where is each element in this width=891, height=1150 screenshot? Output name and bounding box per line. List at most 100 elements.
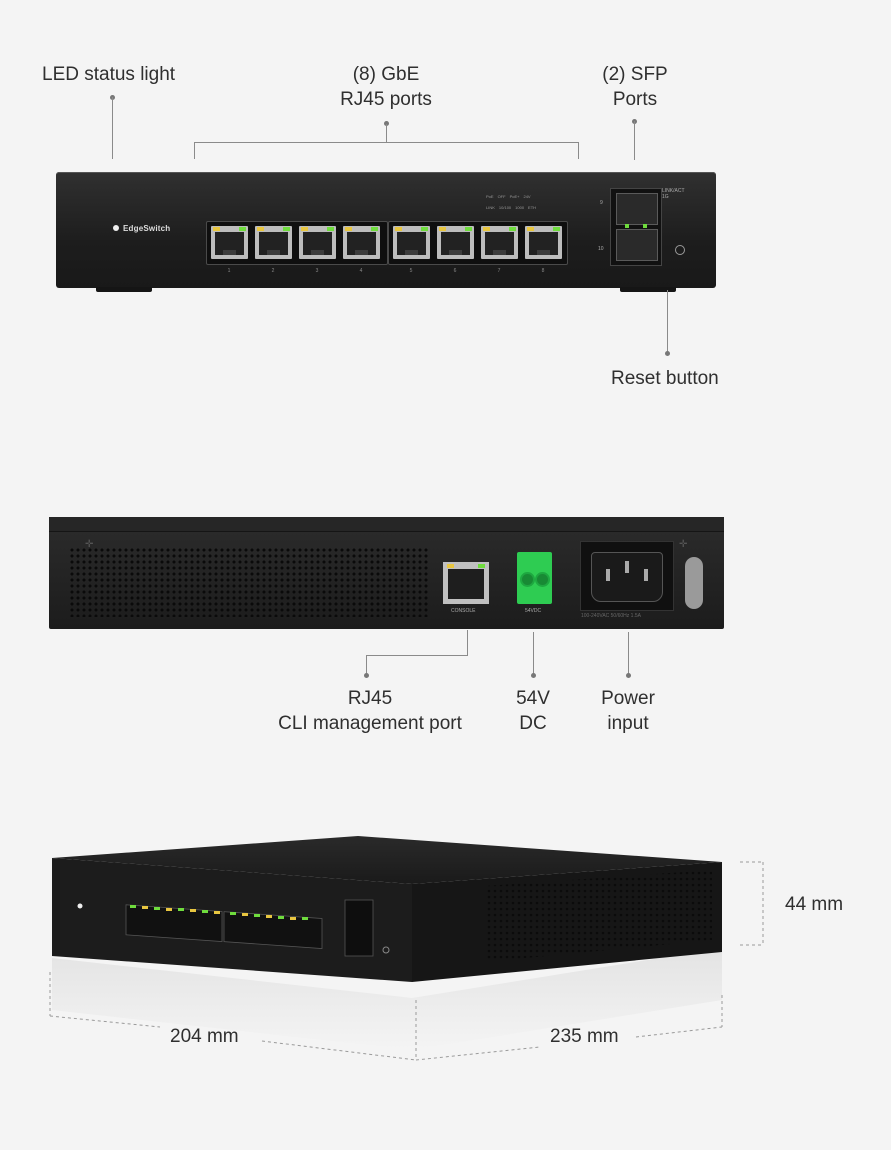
pin-neutral	[644, 569, 648, 581]
gbe-ports-label-line2: RJ45 ports	[340, 89, 432, 110]
pin-live	[606, 569, 610, 581]
rj45-port-1[interactable]	[211, 226, 248, 259]
rj45-port-7[interactable]	[481, 226, 518, 259]
gbe-leader-dot	[384, 121, 389, 126]
legend-24v: 24V	[523, 194, 531, 199]
rj45-port-6[interactable]	[437, 226, 474, 259]
sfp-legend-link: LINK/ACT	[662, 188, 685, 194]
iec-socket	[591, 552, 663, 602]
console-label: CONSOLE	[451, 608, 476, 614]
gbe-bracket-right	[578, 142, 579, 159]
dc-callout-line2: DC	[519, 713, 547, 734]
dc-terminal[interactable]	[517, 552, 552, 604]
back-top-lip	[49, 517, 724, 532]
reset-3d	[382, 946, 390, 954]
led-status-leader-line	[112, 97, 113, 159]
sfp-legend: LINK/ACT 1G	[662, 188, 685, 200]
dc-callout-line1: 54V	[516, 688, 550, 709]
sfp-number-9: 9	[600, 200, 603, 206]
legend-1000: 1000	[515, 205, 525, 210]
port-number-7: 7	[497, 268, 501, 274]
port-leds-3d	[130, 905, 308, 920]
front-foot-left	[96, 287, 152, 292]
rj45-cli-label-line1: RJ45	[347, 688, 393, 709]
reset-button[interactable]	[675, 245, 685, 255]
legend-10-100: 10/100	[498, 205, 512, 210]
sfp-ports-label-line2: Ports	[612, 89, 658, 110]
gbe-ports-label: (8) GbE RJ45 ports	[336, 62, 436, 112]
floor-reflection	[52, 948, 722, 1050]
sfp-port-9[interactable]	[616, 193, 658, 225]
brand-dot-3d	[77, 903, 83, 909]
ventilation-grille	[69, 547, 429, 617]
sfp-led-10	[643, 224, 647, 228]
sfp-port-10[interactable]	[616, 229, 658, 261]
brand-logo: EdgeSwitch	[123, 224, 171, 233]
depth-dimension-label: 235 mm	[550, 1026, 619, 1047]
reset-leader-line	[667, 290, 668, 352]
port-leds-yellow-3d	[142, 906, 296, 920]
front-panel: EdgeSwitch PoE OFF PoE+ 24V LINK 10/100 …	[56, 172, 716, 292]
rj45-port-group-5-8	[388, 221, 568, 265]
dc-terminal-hole-right	[535, 572, 550, 587]
device-side-vent	[485, 870, 712, 962]
depth-dim-line-left	[415, 1046, 541, 1061]
rj45-port-4[interactable]	[343, 226, 380, 259]
port-number-6: 6	[453, 268, 457, 274]
power-leader-dot	[626, 673, 631, 678]
sfp-leader-line	[634, 121, 635, 160]
led-status-light	[113, 225, 119, 231]
power-rating: 100-240VAC 50/60Hz 1.5A	[581, 613, 641, 619]
power-leader-line	[628, 632, 629, 674]
port-number-2: 2	[271, 268, 275, 274]
led-status-label: LED status light	[42, 64, 176, 85]
height-dimension-label: 44 mm	[785, 894, 844, 915]
rj45-port-5[interactable]	[393, 226, 430, 259]
console-led-right	[478, 564, 485, 568]
console-led-left	[447, 564, 454, 568]
port-number-5: 5	[409, 268, 413, 274]
sfp-number-10: 10	[598, 246, 604, 252]
power-callout-line1: Power	[601, 688, 655, 709]
sfp-legend-1g: 1G	[662, 194, 669, 200]
dc-terminal-hole-left	[520, 572, 535, 587]
rj45-leader-dot	[364, 673, 369, 678]
sfp-led-9	[625, 224, 629, 228]
dc-callout-label: 54V DC	[503, 686, 563, 736]
legend-poe: PoE	[486, 194, 494, 199]
power-inlet[interactable]	[580, 541, 674, 611]
width-dim-line-right	[261, 1040, 417, 1061]
power-callout-line2: input	[607, 713, 649, 734]
console-port[interactable]	[443, 562, 489, 604]
front-foot-right	[620, 287, 676, 292]
rj45-leader-horizontal	[366, 655, 468, 656]
sfp-cage-3d	[344, 899, 374, 957]
dc-label: 54VDC	[525, 608, 542, 614]
ground-lug[interactable]	[685, 557, 703, 609]
gbe-bracket-left	[194, 142, 195, 159]
width-dimension-label: 204 mm	[170, 1026, 239, 1047]
rj45-cli-label: RJ45 CLI management port	[270, 686, 470, 736]
screw-left: ✛	[85, 539, 94, 550]
gbe-leader-stem	[386, 124, 387, 142]
rj45-port-8[interactable]	[525, 226, 562, 259]
rj45-leader-drop	[366, 655, 367, 675]
reset-leader-dot	[665, 351, 670, 356]
port-number-4: 4	[359, 268, 363, 274]
front-ports-3d	[125, 904, 323, 949]
sfp-cage	[610, 188, 662, 266]
rj45-leader-vertical	[467, 630, 468, 656]
legend-link: LINK	[486, 205, 495, 210]
port-number-8: 8	[541, 268, 545, 274]
legend-off: OFF	[497, 194, 506, 199]
led-legend: PoE OFF PoE+ 24V LINK 10/100 1000 ETH	[486, 194, 556, 210]
rj45-cli-label-line2: CLI management port	[278, 713, 462, 734]
back-panel: ✛ CONSOLE 54VDC 100-240VAC 50/60Hz 1.5A …	[49, 517, 724, 629]
pin-earth	[625, 561, 629, 573]
rj45-port-2[interactable]	[255, 226, 292, 259]
depth-dim-line-right	[635, 1026, 723, 1038]
width-dim-line-left	[49, 1015, 161, 1028]
rj45-port-3[interactable]	[299, 226, 336, 259]
gbe-bracket-top	[194, 142, 578, 143]
